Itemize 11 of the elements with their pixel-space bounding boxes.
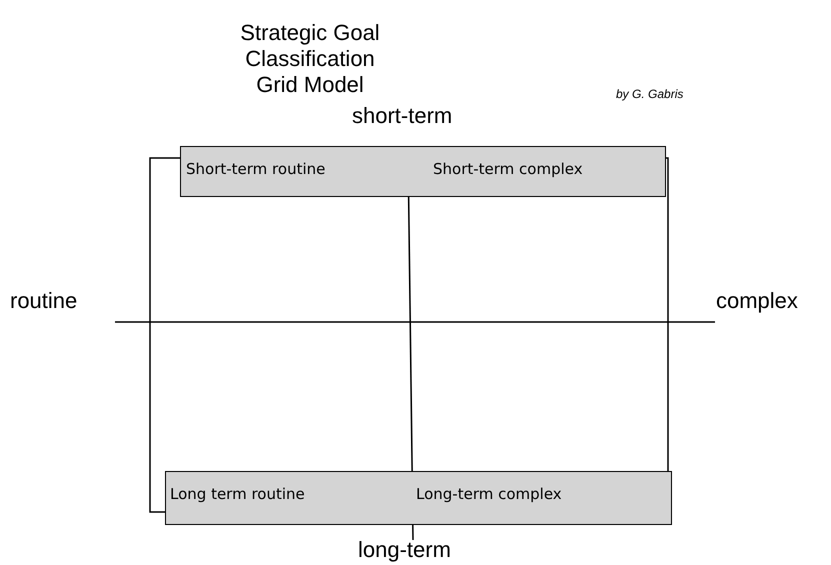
- axis-label: long-term: [358, 537, 451, 563]
- bar-label: Long term routine: [170, 485, 305, 503]
- axis-label: complex: [716, 288, 798, 314]
- axis-label: short-term: [352, 103, 452, 129]
- axis-label: routine: [10, 288, 78, 314]
- bar-label: Short-term complex: [433, 160, 583, 178]
- label-bar: [165, 471, 672, 525]
- label-bar: [180, 146, 666, 197]
- bar-label: Short-term routine: [186, 160, 326, 178]
- bar-label: Long-term complex: [416, 485, 562, 503]
- author-note: by G. Gabris: [616, 87, 684, 101]
